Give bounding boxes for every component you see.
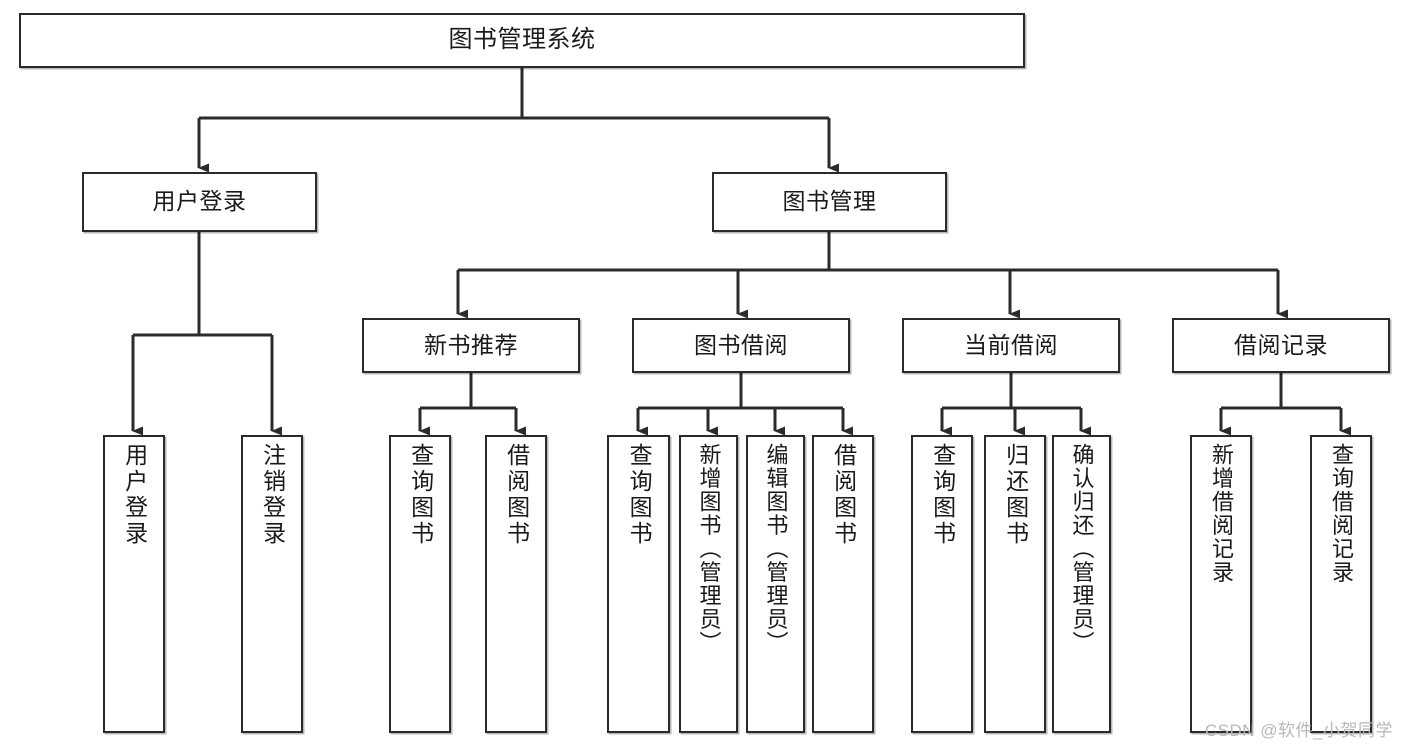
node-new-book-recommend-label: 新书推荐 [424, 331, 518, 358]
node-leaf-query-book-new-label: 查询图书 [407, 443, 434, 547]
node-leaf-user-login-label: 用户登录 [121, 443, 148, 547]
node-book-borrow[interactable]: 图书借阅 [632, 318, 850, 373]
node-leaf-confirm-return-admin[interactable]: 确认归还（管理员） [1052, 435, 1111, 733]
node-book-management-label: 图书管理 [782, 188, 877, 215]
node-current-borrow-label: 当前借阅 [964, 331, 1058, 358]
node-new-book-recommend[interactable]: 新书推荐 [362, 318, 580, 373]
node-leaf-user-login[interactable]: 用户登录 [103, 435, 165, 733]
node-leaf-return-book[interactable]: 归还图书 [984, 435, 1046, 733]
csdn-watermark: CSDN @软件_小贺同学 [1204, 721, 1393, 740]
node-book-borrow-label: 图书借阅 [694, 331, 788, 358]
node-root-system-label: 图书管理系统 [448, 26, 596, 54]
node-leaf-borrow-book-new[interactable]: 借阅图书 [485, 435, 547, 733]
node-leaf-query-borrow-record-label: 查询借阅记录 [1328, 443, 1354, 584]
node-leaf-query-book-current[interactable]: 查询图书 [911, 435, 973, 733]
node-leaf-return-book-label: 归还图书 [1002, 443, 1029, 547]
node-leaf-query-book-borrow[interactable]: 查询图书 [607, 435, 670, 733]
node-leaf-logout-login[interactable]: 注销登录 [241, 435, 303, 733]
node-leaf-query-borrow-record[interactable]: 查询借阅记录 [1310, 435, 1372, 733]
node-leaf-edit-book-admin-label: 编辑图书（管理员） [763, 443, 789, 655]
node-leaf-add-book-admin[interactable]: 新增图书（管理员） [679, 435, 738, 733]
node-borrow-record[interactable]: 借阅记录 [1172, 318, 1390, 373]
node-leaf-add-book-admin-label: 新增图书（管理员） [696, 443, 722, 655]
node-leaf-query-book-borrow-label: 查询图书 [626, 443, 653, 547]
node-leaf-logout-login-label: 注销登录 [259, 443, 286, 547]
node-leaf-borrow-book-new-label: 借阅图书 [503, 443, 530, 547]
node-user-login[interactable]: 用户登录 [82, 172, 317, 232]
node-root-system[interactable]: 图书管理系统 [19, 13, 1025, 68]
node-leaf-borrow-book-label: 借阅图书 [830, 443, 857, 547]
node-book-management[interactable]: 图书管理 [712, 172, 947, 232]
node-leaf-add-borrow-record-label: 新增借阅记录 [1208, 443, 1234, 584]
node-leaf-borrow-book[interactable]: 借阅图书 [812, 435, 874, 733]
node-borrow-record-label: 借阅记录 [1234, 331, 1328, 358]
node-leaf-confirm-return-admin-label: 确认归还（管理员） [1069, 443, 1095, 655]
node-current-borrow[interactable]: 当前借阅 [902, 318, 1120, 373]
node-user-login-label: 用户登录 [152, 188, 247, 215]
node-leaf-add-borrow-record[interactable]: 新增借阅记录 [1190, 435, 1252, 733]
node-leaf-query-book-new[interactable]: 查询图书 [389, 435, 451, 733]
node-leaf-edit-book-admin[interactable]: 编辑图书（管理员） [746, 435, 805, 733]
node-leaf-query-book-current-label: 查询图书 [929, 443, 956, 547]
